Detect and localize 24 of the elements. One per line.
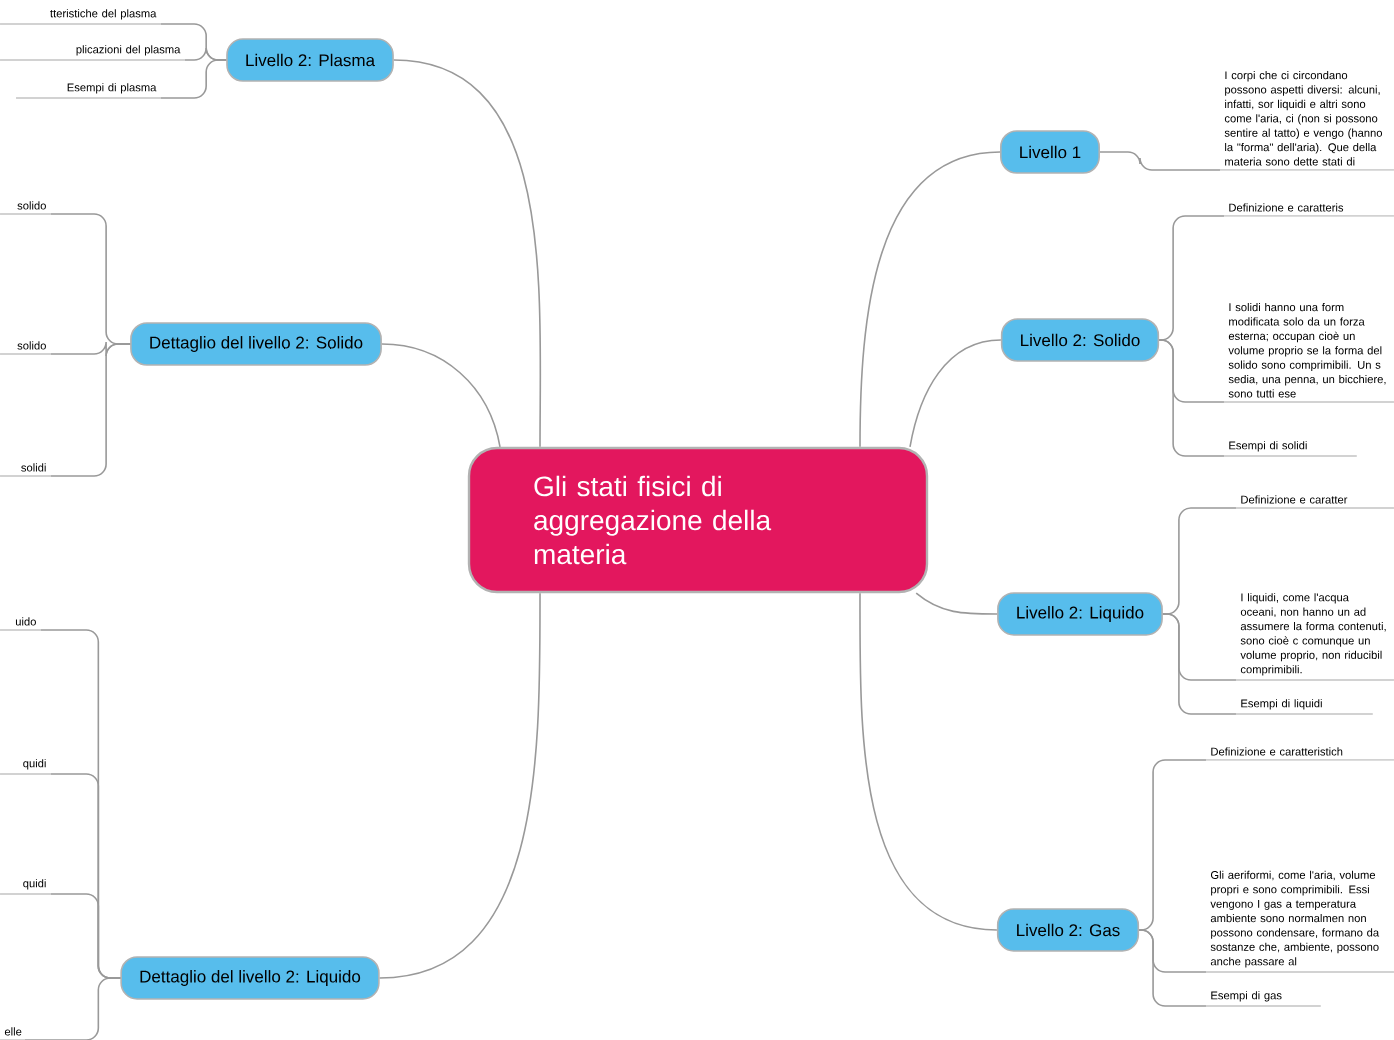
connector-line (160, 59, 227, 99)
connector-line (859, 151, 1001, 448)
topic-box: Livello 1 (1000, 130, 1100, 174)
connector-line (1162, 613, 1237, 715)
connector-line (381, 343, 501, 448)
connector-line (50, 343, 131, 477)
connector-line (1138, 929, 1207, 1007)
connector-line (378, 592, 541, 979)
central-topic-box: Gli stati fisici di aggregazione della materia (467, 446, 929, 594)
topic-box: Dettaglio del livello 2: Solido (130, 322, 382, 366)
connector-line (24, 977, 122, 1040)
connector-line (859, 592, 998, 931)
topic-box: Dettaglio del livello 2: Liquido (120, 956, 380, 1000)
connector-line (1099, 151, 1221, 171)
topic-box: Livello 2: Liquido (997, 592, 1163, 636)
connector-line (393, 59, 542, 448)
connector-line (1158, 215, 1225, 341)
connector-line (909, 339, 1002, 448)
connector-line (915, 592, 998, 615)
connector-line (1158, 339, 1225, 457)
topic-box: Livello 2: Solido (1000, 318, 1160, 362)
topic-box: Livello 2: Gas (996, 908, 1140, 952)
connector-line (1138, 759, 1207, 931)
topic-box: Livello 2: Plasma (226, 38, 394, 82)
